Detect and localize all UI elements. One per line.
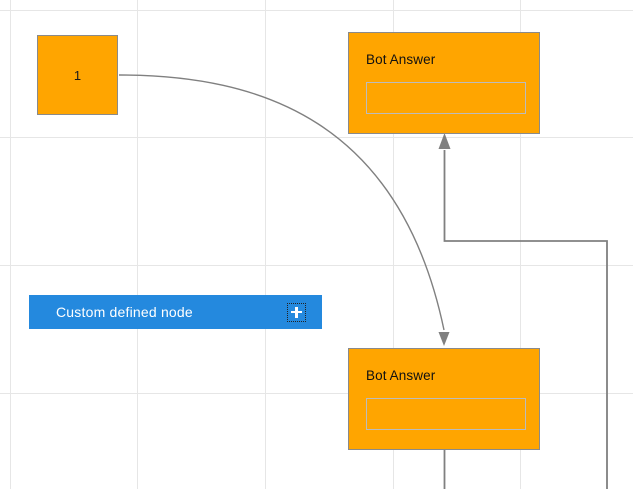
- connector-start-to-bot-bottom[interactable]: [118, 74, 450, 346]
- node-title: Bot Answer: [366, 52, 436, 67]
- node-answer-field[interactable]: [366, 397, 526, 430]
- node-start-label: 1: [73, 67, 82, 83]
- plus-icon[interactable]: [287, 302, 306, 322]
- node-answer-field[interactable]: [366, 81, 526, 114]
- connector-loop-to-bot-top[interactable]: [438, 133, 608, 489]
- node-start[interactable]: 1: [37, 35, 118, 115]
- node-bot-answer-bottom[interactable]: Bot Answer: [348, 348, 540, 450]
- node-bot-answer-top[interactable]: Bot Answer: [348, 32, 540, 134]
- node-title: Bot Answer: [366, 368, 436, 383]
- custom-defined-node-label: Custom defined node: [56, 304, 193, 320]
- custom-defined-node-bar[interactable]: Custom defined node: [29, 295, 322, 329]
